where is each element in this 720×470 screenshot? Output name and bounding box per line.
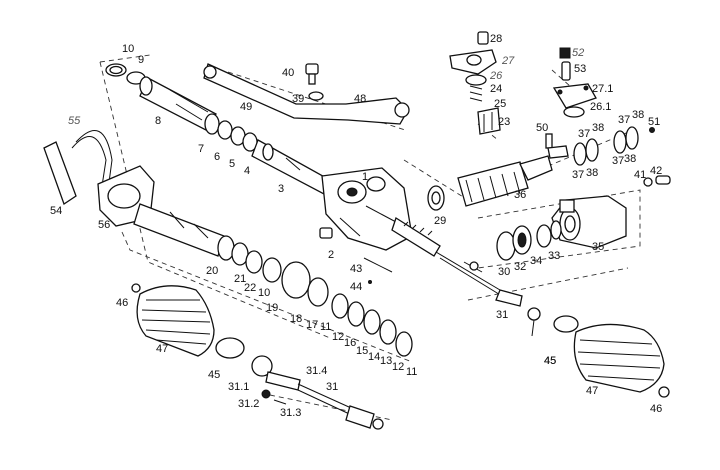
label-4: 4 — [244, 165, 250, 177]
label-31-4: 31.4 — [306, 365, 327, 377]
label-32: 32 — [514, 261, 526, 273]
label-38-b: 38 — [632, 109, 644, 121]
label-12-b: 12 — [392, 361, 404, 373]
label-6: 6 — [214, 151, 220, 163]
rack-tube-upper — [105, 63, 331, 195]
rack-rod-right — [435, 251, 541, 337]
label-54: 54 — [50, 205, 62, 217]
label-5: 5 — [229, 158, 235, 170]
label-38-a: 38 — [592, 122, 604, 134]
label-45-b: 45 — [208, 369, 220, 381]
bearing-housing — [496, 195, 627, 261]
label-53: 53 — [574, 63, 586, 75]
label-56: 56 — [98, 219, 110, 231]
rack-housing — [319, 167, 441, 257]
label-31-a: 31 — [496, 309, 508, 321]
label-45-c: 45 — [544, 355, 556, 367]
label-38-d: 38 — [624, 153, 636, 165]
label-51: 51 — [648, 116, 660, 128]
label-26: 26 — [489, 70, 503, 82]
label-30: 30 — [498, 266, 510, 278]
rubber-boot-right — [553, 315, 670, 398]
label-14: 14 — [368, 351, 380, 363]
label-26-1: 26.1 — [590, 101, 611, 113]
label-41: 41 — [634, 169, 646, 181]
callout-labels: 10 9 8 7 6 5 4 3 1 2 40 39 49 48 28 27 2… — [50, 33, 662, 419]
label-25: 25 — [494, 98, 506, 110]
tie-rod-lower — [251, 355, 384, 430]
label-52: 52 — [572, 47, 584, 59]
label-37-c: 37 — [572, 169, 584, 181]
label-23: 23 — [498, 116, 510, 128]
label-49: 49 — [240, 101, 252, 113]
ring-set-right — [573, 126, 671, 187]
label-3: 3 — [278, 183, 284, 195]
label-44: 44 — [350, 281, 362, 293]
label-11-a: 11 — [320, 321, 331, 333]
label-22: 22 — [244, 282, 256, 294]
label-7: 7 — [198, 143, 204, 155]
label-47-a: 47 — [156, 343, 168, 355]
label-47-b: 47 — [586, 385, 598, 397]
label-37-d: 37 — [612, 155, 624, 167]
label-27: 27 — [501, 55, 515, 67]
label-8: 8 — [155, 115, 161, 127]
side-cover-group — [552, 47, 597, 118]
label-33: 33 — [548, 250, 560, 262]
label-43: 43 — [350, 263, 362, 275]
label-2: 2 — [328, 249, 334, 261]
rack-tube-lower — [97, 165, 413, 357]
label-39: 39 — [292, 93, 304, 105]
pinion-assembly — [427, 133, 569, 211]
label-46-a: 46 — [116, 297, 128, 309]
label-1: 1 — [362, 171, 368, 183]
label-40: 40 — [282, 67, 294, 79]
label-38-c: 38 — [586, 167, 598, 179]
label-55: 55 — [68, 115, 81, 127]
label-15: 15 — [356, 345, 368, 357]
label-31-b: 31 — [326, 381, 338, 393]
pinion-cap-group — [449, 31, 501, 135]
tie-bracket — [203, 63, 410, 125]
label-46-b: 46 — [650, 403, 662, 415]
rubber-boot-left — [131, 283, 245, 359]
label-17: 17 — [306, 319, 318, 331]
label-37-b: 37 — [618, 114, 630, 126]
label-24: 24 — [490, 83, 502, 95]
label-11-b: 11 — [406, 366, 417, 378]
label-9: 9 — [138, 54, 144, 66]
label-12-a: 12 — [332, 331, 344, 343]
label-27-1: 27.1 — [592, 83, 613, 95]
pin-small — [363, 257, 393, 284]
mount-bracket — [43, 130, 113, 206]
label-18: 18 — [290, 313, 302, 325]
label-19: 19 — [266, 302, 278, 314]
label-28: 28 — [490, 33, 502, 45]
label-48: 48 — [354, 93, 366, 105]
label-16: 16 — [344, 337, 356, 349]
label-45-a: 45 — [544, 355, 556, 367]
label-35: 35 — [592, 241, 604, 253]
label-50: 50 — [536, 122, 548, 134]
label-31-1: 31.1 — [228, 381, 249, 393]
label-42: 42 — [650, 165, 662, 177]
label-13: 13 — [380, 355, 392, 367]
label-10: 10 — [122, 43, 134, 55]
label-29: 29 — [434, 215, 446, 227]
label-31-2: 31.2 — [238, 398, 259, 410]
label-36: 36 — [514, 189, 526, 201]
label-37-a: 37 — [578, 128, 590, 140]
label-10-b: 10 — [258, 287, 270, 299]
label-20: 20 — [206, 265, 218, 277]
label-34: 34 — [530, 255, 542, 267]
label-21: 21 — [234, 273, 246, 285]
label-31-3: 31.3 — [280, 407, 301, 419]
